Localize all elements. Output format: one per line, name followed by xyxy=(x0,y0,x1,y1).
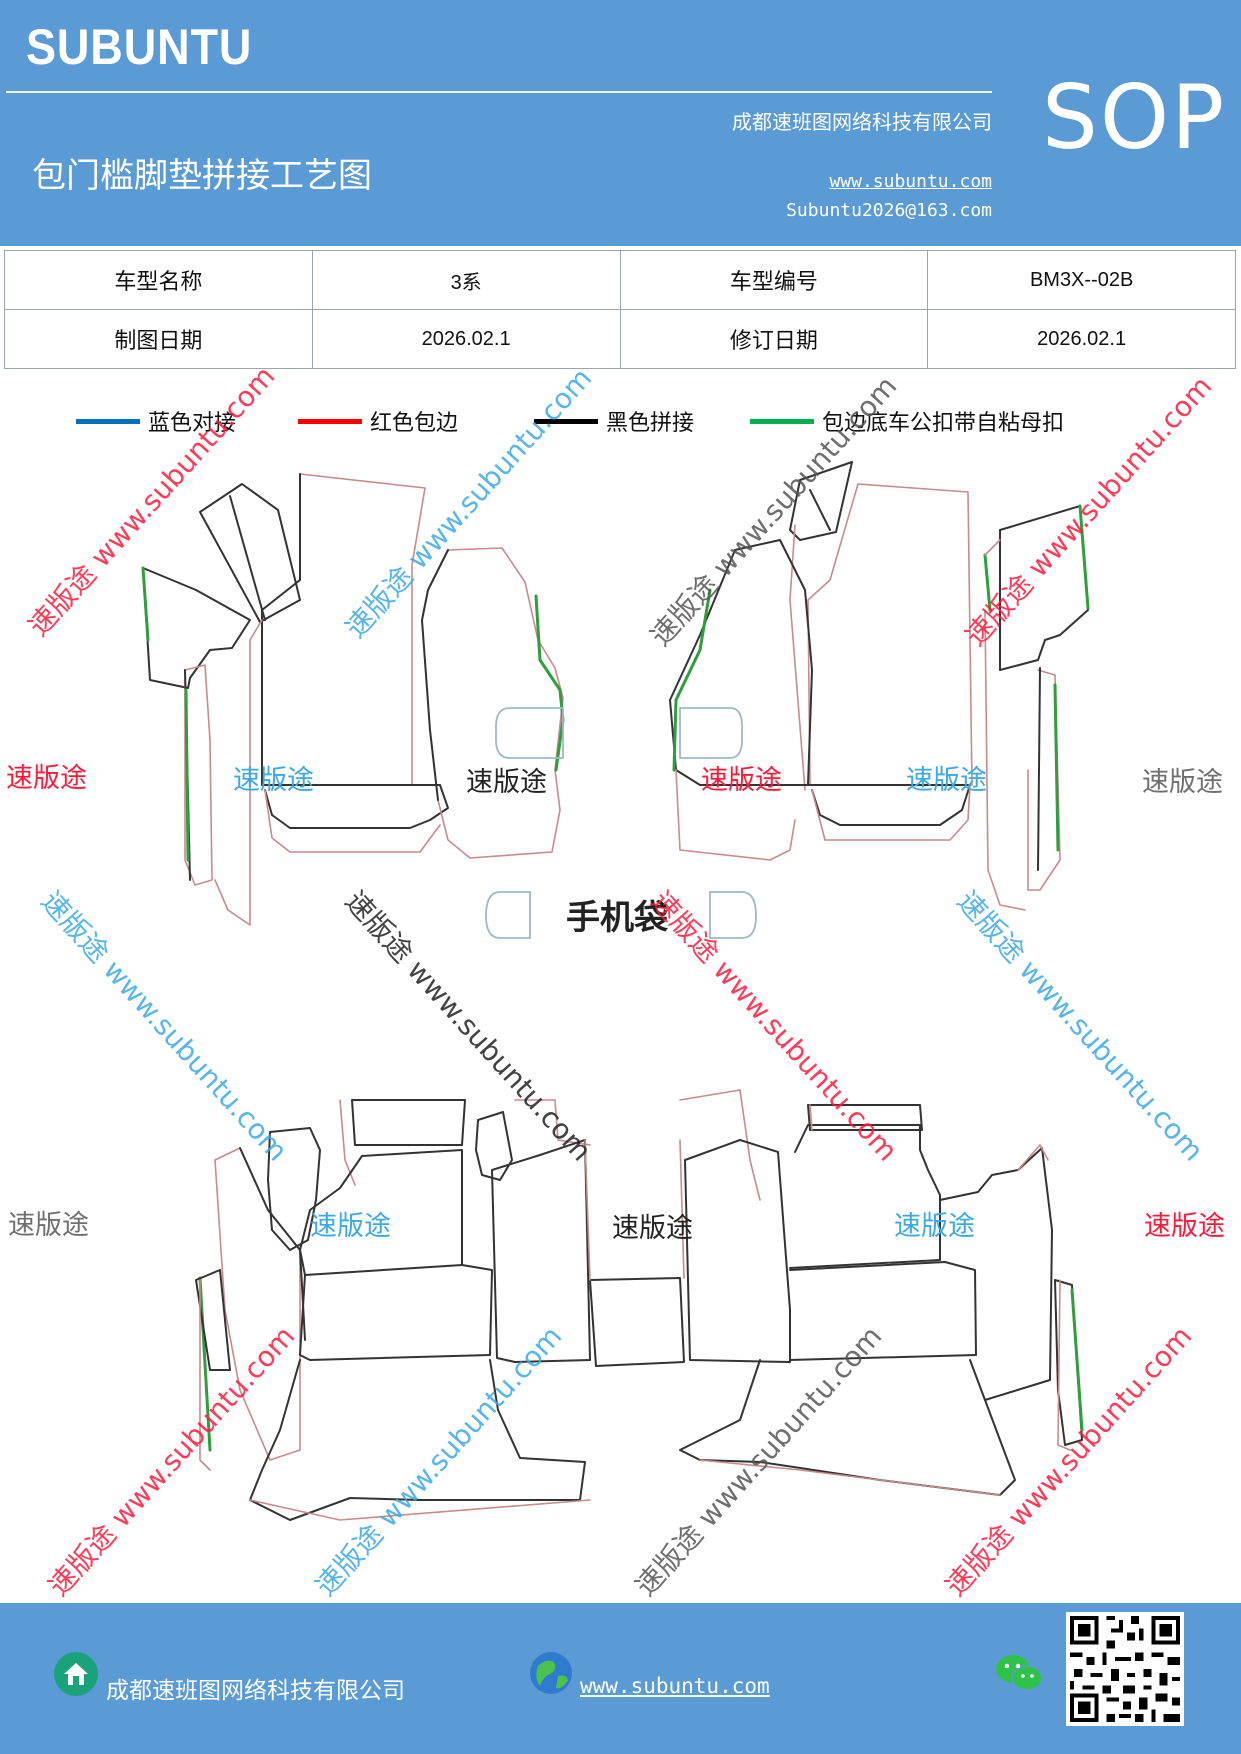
phone-pocket-right-shape xyxy=(709,891,757,939)
footer-company: 成都速班图网络科技有限公司 xyxy=(106,1678,405,1704)
watermark-text: 速版途 xyxy=(906,765,987,796)
legend-swatch-black xyxy=(534,418,598,424)
table-row: 制图日期 2026.02.1 修订日期 2026.02.1 xyxy=(4,309,1236,369)
watermark-text: 速版途 xyxy=(310,1211,391,1242)
header-divider xyxy=(6,91,992,93)
model-code-value: BM3X--02B xyxy=(927,250,1236,310)
model-name-label: 车型名称 xyxy=(4,250,313,310)
front-left-mat xyxy=(141,473,565,926)
watermark-text: 速版途 xyxy=(1142,767,1223,798)
legend-label: 包边底车公扣带自粘母扣 xyxy=(822,411,1065,436)
header-company: 成都速班图网络科技有限公司 xyxy=(732,110,992,134)
model-name-value: 3系 xyxy=(311,250,621,310)
header-email: Subuntu2026@163.com xyxy=(786,200,992,221)
header-website-link[interactable]: www.subuntu.com xyxy=(829,171,992,192)
legend-swatch-blue xyxy=(76,418,140,424)
qr-code-icon xyxy=(1066,1612,1184,1726)
front-right-mat xyxy=(669,461,1090,911)
watermark-text: 速版途 xyxy=(701,765,782,796)
legend-blue: 蓝色对接 xyxy=(76,404,236,438)
revise-date-label: 修订日期 xyxy=(619,309,929,369)
watermark-text: 速版途 xyxy=(6,763,87,794)
rear-left-mat xyxy=(195,1099,591,1521)
watermark-text: 速版途 xyxy=(894,1211,975,1242)
legend-swatch-red xyxy=(298,418,362,424)
legend-label: 蓝色对接 xyxy=(148,411,237,436)
page-title: 包门槛脚垫拼接工艺图 xyxy=(32,156,372,196)
legend-swatch-green xyxy=(750,418,814,424)
watermark-text: 速版途 xyxy=(8,1210,89,1241)
watermark-text: 速版途 xyxy=(233,765,314,796)
table-row: 车型名称 3系 车型编号 BM3X--02B xyxy=(4,250,1236,310)
watermark-text: 速版途 xyxy=(466,767,547,798)
legend-green: 包边底车公扣带自粘母扣 xyxy=(750,404,1064,438)
model-code-label: 车型编号 xyxy=(619,250,929,310)
header-banner: SUBUNTU SOP 成都速班图网络科技有限公司 包门槛脚垫拼接工艺图 www… xyxy=(0,0,1241,246)
wechat-icon xyxy=(996,1655,1043,1691)
legend-label: 黑色拼接 xyxy=(606,411,695,436)
brand-logo-text: SUBUNTU xyxy=(26,19,253,75)
globe-icon xyxy=(530,1652,572,1694)
watermark-text: 速版途 xyxy=(612,1213,693,1244)
footer-website-link[interactable]: www.subuntu.com xyxy=(580,1674,770,1698)
revise-date-value: 2026.02.1 xyxy=(927,309,1236,369)
vehicle-info-table: 车型名称 3系 车型编号 BM3X--02B 制图日期 2026.02.1 修订… xyxy=(4,250,1236,369)
home-icon xyxy=(54,1652,98,1696)
phone-pocket-label: 手机袋 xyxy=(566,898,668,938)
rear-right-mat xyxy=(679,1089,1084,1496)
legend-black: 黑色拼接 xyxy=(534,404,694,438)
sop-label: SOP xyxy=(1042,66,1227,169)
floor-mat-drawing xyxy=(141,461,1090,1521)
watermark-text: 速版途 xyxy=(1144,1211,1225,1242)
phone-pocket-left-shape xyxy=(485,891,531,939)
rear-center-mat xyxy=(584,1139,685,1367)
legend-label: 红色包边 xyxy=(370,411,459,436)
draw-date-value: 2026.02.1 xyxy=(311,309,621,369)
draw-date-label: 制图日期 xyxy=(4,309,313,369)
legend-red: 红色包边 xyxy=(298,404,458,438)
